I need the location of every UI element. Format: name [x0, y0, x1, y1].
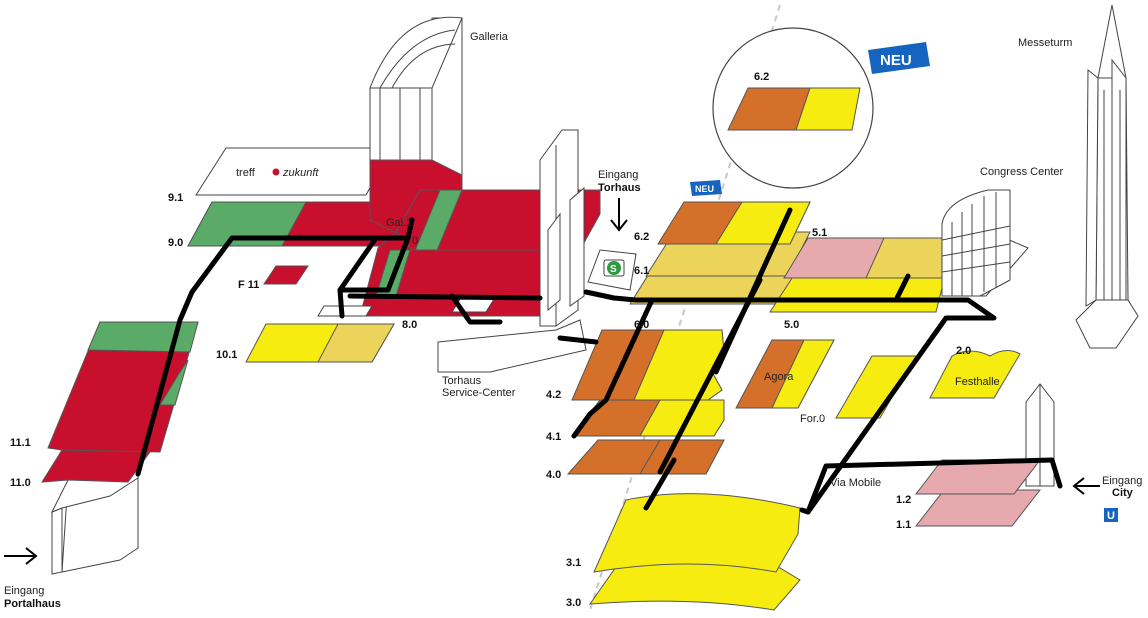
label-gal-0: 0	[412, 235, 418, 247]
hall-6-2-zoom-bubble: 6.2	[712, 27, 874, 189]
treff-dot-icon	[272, 168, 280, 176]
festhalle-building[interactable]: Festhalle	[929, 350, 1021, 399]
walkway-platform	[317, 305, 373, 317]
s-bahn-icon: S	[603, 259, 625, 277]
svg-text:Eingang: Eingang	[598, 169, 638, 181]
torhaus-building[interactable]	[437, 129, 587, 373]
label-6-1: 6.1	[634, 265, 649, 277]
building-labels: Galleria Messeturm Congress Center Torha…	[442, 31, 1072, 489]
hall-agora[interactable]: Agora	[735, 339, 835, 409]
label-4-0: 4.0	[546, 469, 561, 481]
messeturm-building[interactable]	[1075, 4, 1139, 349]
festhalle-label: Festhalle	[955, 376, 1000, 388]
galleria-label: Galleria	[470, 31, 509, 43]
hall-11-group[interactable]	[41, 321, 199, 483]
hall-f11[interactable]	[263, 265, 309, 285]
label-5-1: 5.1	[812, 227, 827, 239]
svg-text:NEU: NEU	[880, 52, 912, 69]
svg-text:Eingang: Eingang	[1102, 475, 1142, 487]
hall-4-group[interactable]	[566, 329, 725, 475]
label-1-2: 1.2	[896, 494, 911, 506]
zoom-hall-label: 6.2	[754, 71, 769, 83]
label-3-1: 3.1	[566, 557, 581, 569]
walkway-network	[135, 207, 1063, 515]
congress-center-building[interactable]	[941, 189, 1029, 297]
label-8-0: 8.0	[402, 319, 417, 331]
svg-text:City: City	[1112, 487, 1134, 499]
treff-zukunft-sign: treff zukunft	[195, 147, 393, 196]
label-4-1: 4.1	[546, 431, 561, 443]
hall-3-1[interactable]	[593, 493, 801, 573]
treff-text: treff	[236, 167, 256, 179]
congress-center-label: Congress Center	[980, 166, 1063, 178]
via-mobile-label: Via Mobile	[830, 477, 881, 489]
label-9-0: 9.0	[168, 237, 183, 249]
label-3-0: 3.0	[566, 597, 581, 609]
label-forum-0: For.0	[800, 413, 825, 425]
hall-1-1[interactable]	[914, 489, 1042, 527]
hall-6-group[interactable]	[629, 201, 811, 305]
neu-badge-large: NEU	[868, 42, 930, 74]
label-9-1: 9.1	[168, 192, 183, 204]
hall-labels: 9.1 9.0 Gal.1 0 F 11 8.0 10.1 11.1 11.0 …	[10, 192, 971, 609]
svg-text:Torhaus: Torhaus	[598, 182, 641, 194]
svg-text:Eingang: Eingang	[4, 585, 44, 597]
svg-text:Portalhaus: Portalhaus	[4, 598, 61, 610]
label-6-0: 6.0	[634, 319, 649, 331]
entrance-portalhaus[interactable]: Eingang Portalhaus	[4, 547, 61, 610]
label-11-1: 11.1	[10, 437, 31, 449]
torhaus-label: Torhaus	[442, 375, 482, 387]
entrance-torhaus[interactable]: Eingang Torhaus	[598, 169, 641, 232]
neu-badge-small: NEU	[690, 180, 722, 196]
label-gal-1: Gal.1	[386, 217, 412, 229]
hall-forum-0[interactable]	[835, 355, 917, 419]
label-f11: F 11	[238, 279, 259, 291]
label-11-0: 11.0	[10, 477, 31, 489]
svg-text:U: U	[1107, 510, 1115, 522]
agora-label: Agora	[764, 371, 794, 383]
hall-1-group[interactable]	[914, 459, 1042, 527]
svg-text:S: S	[610, 264, 617, 275]
zukunft-text: zukunft	[282, 167, 319, 179]
messeturm-label: Messeturm	[1018, 37, 1072, 49]
label-2-0: 2.0	[956, 345, 971, 357]
u-bahn-icon: U	[1104, 508, 1118, 522]
svg-text:NEU: NEU	[695, 184, 714, 194]
label-5-0: 5.0	[784, 319, 799, 331]
hall-3-group[interactable]	[588, 493, 801, 611]
torhaus-service-label: Service-Center	[442, 387, 516, 399]
portalhaus-building	[50, 459, 139, 575]
label-10-1: 10.1	[216, 349, 237, 361]
label-4-2: 4.2	[546, 389, 561, 401]
entrance-city[interactable]: Eingang City	[1072, 475, 1142, 499]
label-1-1: 1.1	[896, 519, 911, 531]
label-6-2: 6.2	[634, 231, 649, 243]
hall-10-1[interactable]	[245, 323, 395, 363]
